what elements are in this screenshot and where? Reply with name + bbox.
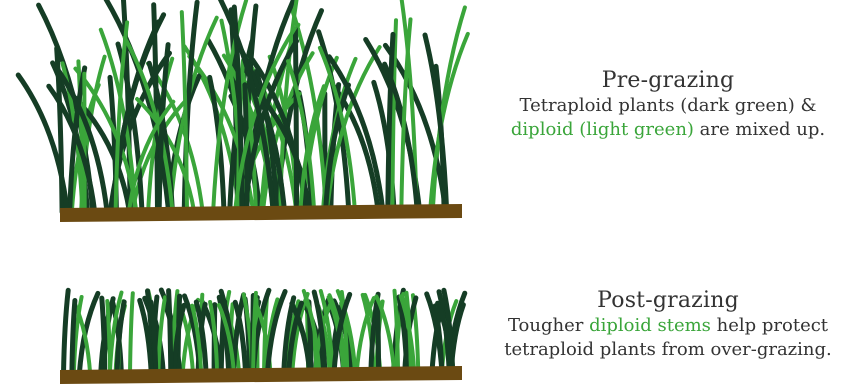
post-grazing-heading: Post-grazing (488, 288, 848, 314)
post-grazing-panel: Post-grazing Tougher diploid stems help … (0, 270, 852, 386)
diploid-stems-highlight: diploid stems (589, 315, 711, 336)
post-grazing-line-1-start: Tougher (508, 315, 589, 336)
post-grazing-line-1: Tougher diploid stems help protect (488, 314, 848, 338)
pre-grazing-heading: Pre-grazing (488, 68, 848, 94)
tetraploid-blade (378, 306, 379, 374)
pre-grazing-line-2-rest: are mixed up. (694, 119, 825, 140)
post-grazing-grass-illustration (0, 270, 500, 386)
diploid-highlight: diploid (light green) (511, 119, 694, 140)
pre-grazing-line-2: diploid (light green) are mixed up. (488, 118, 848, 142)
diploid-blade (107, 301, 110, 374)
pre-grazing-grass-illustration (0, 0, 500, 240)
tetraploid-blade (169, 291, 171, 374)
pre-grazing-line-1: Tetraploid plants (dark green) & (488, 94, 848, 118)
tetraploid-blade (64, 290, 69, 374)
soil-strip (60, 204, 462, 222)
tetraploid-blade (295, 29, 296, 212)
pre-grazing-panel: Pre-grazing Tetraploid plants (dark gree… (0, 0, 852, 240)
post-grazing-caption: Post-grazing Tougher diploid stems help … (488, 288, 848, 362)
tetraploid-blade (72, 301, 75, 375)
post-grazing-line-1-end: help protect (711, 315, 828, 336)
diploid-blade (130, 293, 133, 374)
pre-grazing-caption: Pre-grazing Tetraploid plants (dark gree… (488, 68, 848, 142)
post-grazing-line-2: tetraploid plants from over-grazing. (488, 338, 848, 362)
